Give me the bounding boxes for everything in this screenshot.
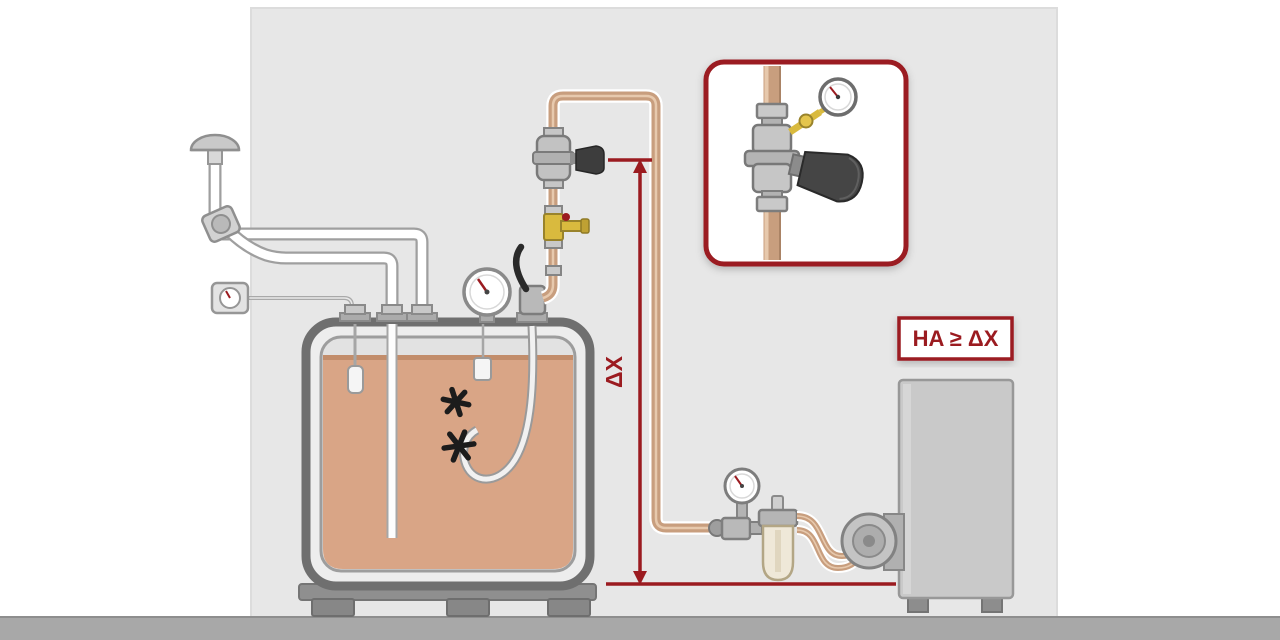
fill-coupling [201,205,241,243]
tank-fitting [339,304,371,322]
vent-cap [189,133,241,165]
boiler [897,378,1015,613]
compression-nut [545,265,562,276]
floor-edge [0,616,1280,619]
inset-brass-valve [798,113,814,129]
blower-hub [863,535,875,547]
hose-movement-stars [440,386,477,463]
gauge-hub [740,484,744,488]
floor-band [0,618,1280,640]
vent-and-fill-assembly [189,133,429,318]
filter-head [757,508,799,528]
valve-knob [575,145,605,175]
inset-gauge-ring [824,83,852,111]
tank-foot [311,598,355,617]
compression-nut [544,239,563,249]
tank-foot [446,598,490,617]
gauge-ring [469,274,505,310]
gauge-ring [729,473,755,499]
suction-valve-lever [512,243,530,293]
fill-pipe [224,226,397,318]
gauge-needle [734,475,743,487]
dimension-delta-x: ΔX [601,158,896,586]
float-switch [473,357,492,381]
oil-tank [298,243,597,617]
knob-stem [570,153,577,164]
inset-valve-lower [751,162,793,194]
inset-knob-cone [796,150,864,203]
detail-inset [703,59,909,267]
ha-rule-box [897,316,1014,361]
valve-block [720,516,752,541]
inset-valve-nut [755,195,789,213]
gauge-needle [476,278,489,293]
vent-cap-dome [189,133,241,152]
arrow-up-icon [633,159,647,173]
oil-filter-deaerator [708,467,799,582]
test-valve-cap [580,218,590,234]
test-valve [543,205,590,276]
boiler-body [897,378,1015,600]
ha-rule-text: HA ≥ ΔX [913,326,999,351]
fill-coupling-cap [211,214,231,234]
level-indicator-needle [225,290,231,299]
anti-siphon-valve [532,127,605,189]
test-valve-spout [560,220,584,232]
delta-x-label: ΔX [601,355,627,388]
oil-volume [323,358,573,569]
tank-fitting [406,304,438,322]
valve-flange [532,151,575,165]
limit-sensor [347,365,364,394]
tank-level-gauge [462,267,512,323]
test-valve-knob [562,213,570,221]
copper-suction-line [540,89,727,535]
inset-valve-upper [751,123,793,155]
inset-knob-highlight [839,157,860,200]
oil-surface [323,355,573,360]
boiler-highlight [903,384,911,594]
tank-foot [547,598,591,617]
tank-fitting [376,304,408,322]
gauge-hub [484,289,490,295]
ha-rule-label: HA ≥ ΔX [897,316,1014,361]
inset-gauge-hub [835,94,841,100]
burner-blower [840,512,905,571]
inset-valve-nut [755,102,789,120]
inset-valve-knob [787,150,864,203]
arrow-down-icon [633,571,647,585]
compression-nut [544,205,563,215]
